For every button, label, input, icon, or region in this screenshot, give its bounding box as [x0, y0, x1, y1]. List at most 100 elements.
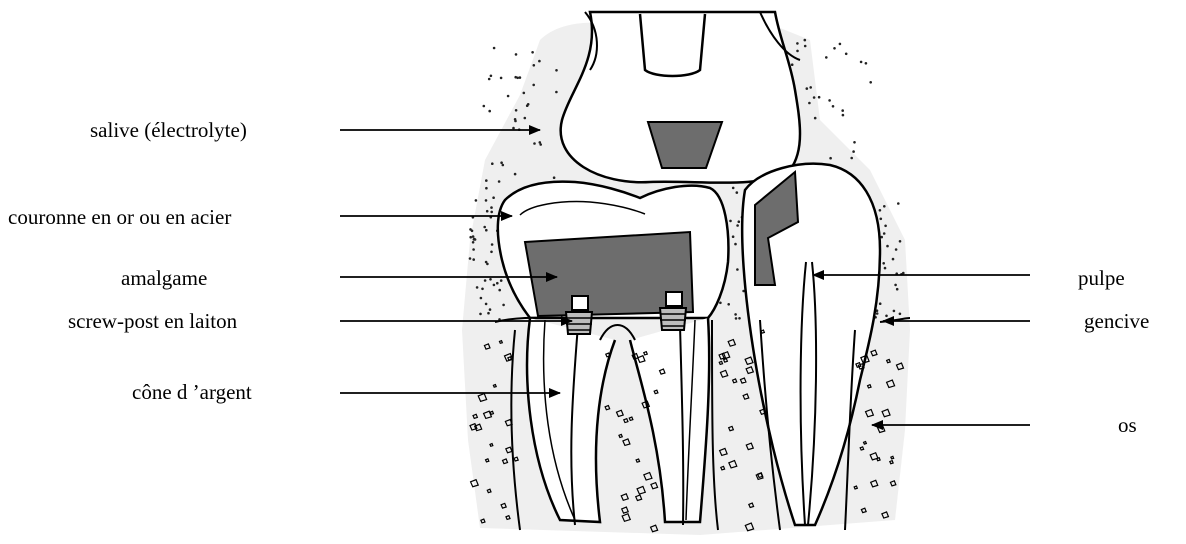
stipple-dot — [538, 60, 541, 63]
stipple-dot — [879, 209, 882, 212]
stipple-dot — [833, 47, 836, 50]
stipple-dot — [885, 315, 888, 318]
label-amalgam: amalgame — [121, 266, 207, 290]
stipple-dot — [828, 99, 831, 102]
stipple-dot — [531, 51, 534, 54]
stipple-dot — [500, 161, 503, 164]
stipple-dot — [472, 235, 475, 238]
stipple-dot — [839, 43, 842, 46]
stipple-dot — [719, 302, 722, 305]
stipple-dot — [469, 236, 472, 239]
stipple-dot — [796, 42, 799, 45]
label-pulp: pulpe — [1078, 266, 1125, 290]
stipple-dot — [738, 317, 741, 320]
stipple-dot — [485, 179, 488, 182]
stipple-dot — [804, 45, 807, 48]
stipple-dot — [813, 96, 816, 99]
stipple-dot — [539, 141, 542, 144]
stipple-dot — [512, 127, 515, 130]
stipple-dot — [734, 243, 737, 246]
stipple-dot — [829, 157, 832, 160]
stipple-dot — [490, 206, 493, 209]
stipple-dot — [853, 141, 856, 144]
stipple-dot — [532, 84, 535, 87]
stipple-dot — [808, 102, 811, 105]
stipple-dot — [883, 205, 886, 208]
stipple-dot — [852, 150, 855, 153]
stipple-dot — [895, 248, 898, 251]
stipple-dot — [479, 313, 482, 316]
stipple-dot — [491, 162, 494, 165]
stipple-dot — [469, 257, 472, 260]
stipple-dot — [490, 251, 493, 254]
stipple-dot — [498, 289, 501, 292]
stipple-dot — [736, 224, 739, 227]
stipple-dot — [487, 312, 490, 315]
stipple-dot — [735, 317, 738, 320]
stipple-dot — [492, 196, 495, 199]
stipple-dot — [507, 95, 510, 98]
stipple-dot — [553, 176, 556, 179]
stipple-dot — [496, 282, 499, 285]
stipple-dot — [519, 76, 522, 79]
stipple-dot — [555, 69, 558, 72]
stipple-dot — [738, 220, 741, 223]
stipple-dot — [880, 218, 883, 221]
stipple-dot — [897, 202, 900, 205]
stipple-dot — [869, 81, 872, 84]
stipple-dot — [500, 77, 503, 80]
stipple-dot — [502, 304, 505, 307]
label-silver-cone: cône d ’argent — [132, 380, 252, 404]
stipple-dot — [879, 302, 882, 305]
stipple-dot — [490, 211, 493, 214]
stipple-dot — [515, 53, 518, 56]
stipple-dot — [882, 262, 885, 265]
stipple-dot — [886, 245, 889, 248]
stipple-dot — [896, 288, 899, 291]
stipple-dot — [485, 199, 488, 202]
stipple-dot — [498, 180, 501, 183]
stipple-dot — [796, 50, 799, 53]
stipple-dot — [533, 142, 536, 145]
stipple-dot — [486, 210, 489, 213]
stipple-dot — [736, 268, 739, 271]
stipple-dot — [472, 241, 475, 244]
stipple-dot — [502, 164, 505, 167]
stipple-dot — [732, 235, 735, 238]
stipple-dot — [899, 313, 902, 316]
stipple-dot — [841, 109, 844, 112]
stipple-dot — [806, 87, 809, 90]
stipple-dot — [471, 230, 474, 233]
stipple-dot — [472, 248, 475, 251]
stipple-dot — [484, 279, 487, 282]
stipple-dot — [825, 56, 828, 59]
stipple-dot — [893, 310, 896, 313]
stipple-dot — [894, 284, 897, 287]
stipple-dot — [809, 86, 812, 89]
stipple-dot — [493, 284, 496, 287]
stipple-dot — [884, 225, 887, 228]
stipple-dot — [488, 78, 491, 81]
stipple-dot — [516, 77, 519, 80]
stipple-dot — [523, 92, 526, 95]
stipple-dot — [515, 109, 518, 112]
stipple-dot — [475, 199, 478, 202]
stipple-dot — [485, 187, 488, 190]
stipple-dot — [555, 91, 558, 94]
stipple-dot — [804, 39, 807, 42]
stipple-dot — [483, 105, 486, 108]
label-saliva: salive (électrolyte) — [90, 118, 247, 142]
label-gum: gencive — [1084, 309, 1149, 333]
stipple-dot — [727, 303, 730, 306]
stipple-dot — [734, 313, 737, 316]
stipple-dot — [729, 220, 732, 223]
stipple-dot — [476, 286, 479, 289]
label-bone: os — [1118, 413, 1137, 437]
stipple-dot — [883, 232, 886, 235]
stipple-dot — [860, 61, 863, 64]
stipple-dot — [491, 243, 494, 246]
stipple-dot — [473, 238, 476, 241]
stipple-dot — [514, 118, 517, 121]
stipple-dot — [736, 191, 739, 194]
